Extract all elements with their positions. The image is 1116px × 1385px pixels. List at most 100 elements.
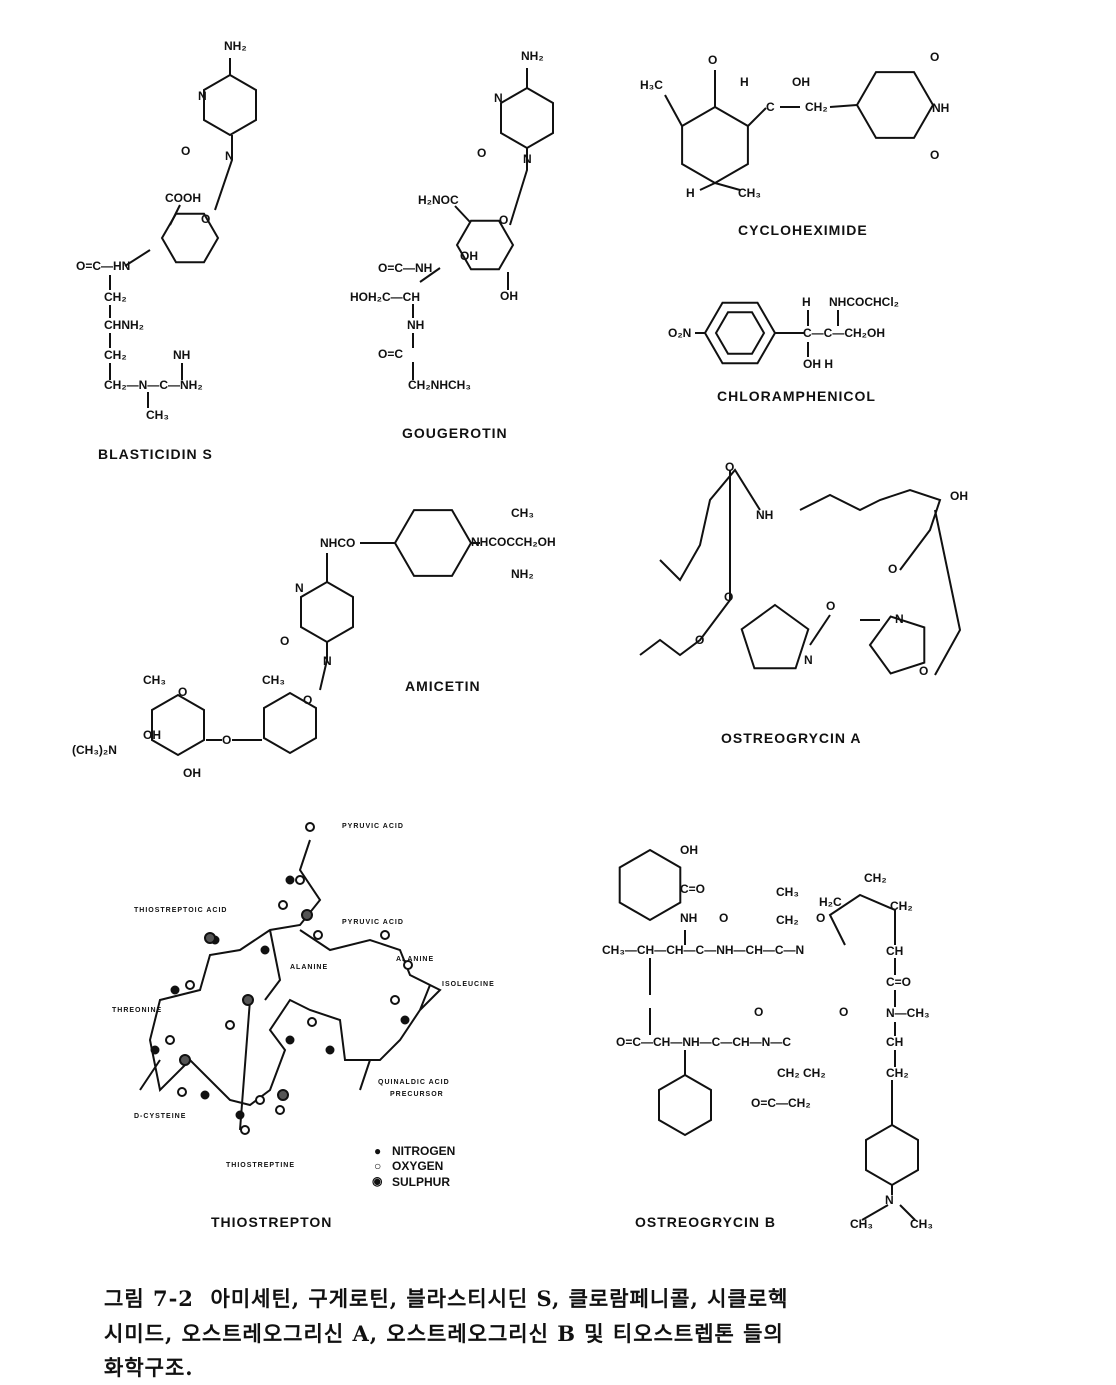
- sulphur-atom: [277, 1089, 289, 1101]
- atom-label: H: [686, 186, 695, 200]
- legend-label: NITROGEN: [392, 1144, 456, 1158]
- atom-label: O: [725, 460, 735, 474]
- atom-label: CH₃—CH—CH—C—NH—CH—C—N: [602, 943, 805, 957]
- atom-label: O=C: [378, 347, 404, 361]
- atom-label: NHCO: [320, 536, 356, 550]
- atom-label: N: [804, 653, 813, 667]
- sugar-ring: [263, 691, 317, 755]
- atom-label: CH₃: [850, 1217, 873, 1231]
- atom-label: CH₂: [104, 348, 127, 362]
- residue-label: THIOSTREPTOIC ACID: [134, 907, 228, 914]
- compound-name: THIOSTREPTON: [211, 1214, 333, 1230]
- atom-label: NH: [173, 348, 191, 362]
- atom-label: O: [695, 633, 705, 647]
- cyclohexane-ring: [681, 105, 749, 185]
- atom-label: NH: [756, 508, 774, 522]
- oxygen-atom: [390, 995, 400, 1005]
- atom-label: N: [198, 89, 207, 103]
- residue-label: ISOLEUCINE: [442, 981, 495, 988]
- nitrogen-atom: [150, 1045, 160, 1055]
- pyrimidine-ring: [500, 86, 554, 150]
- atom-label: CH₃: [776, 885, 799, 899]
- atom-label: CH₂: [864, 871, 887, 885]
- compound-name: GOUGEROTIN: [402, 425, 508, 441]
- atom-label: CH₃: [738, 186, 761, 200]
- nitrogen-atom: [325, 1045, 335, 1055]
- atom-label: O: [724, 590, 734, 604]
- oxygen-atom: [240, 1125, 250, 1135]
- oxygen-circle-icon: ○: [374, 1159, 382, 1173]
- atom-label: CH₃: [511, 506, 534, 520]
- caption-line: 시미드, 오스트레오그리신 A, 오스트레오그리신 B 및 티오스트렙톤 들의: [104, 1321, 784, 1346]
- compound-name: AMICETIN: [405, 678, 481, 694]
- atom-label: CH₂: [776, 913, 799, 927]
- atom-label: O: [919, 664, 929, 678]
- atom-label: O: [303, 693, 313, 707]
- residue-label: QUINALDIC ACID: [378, 1079, 450, 1086]
- oxygen-atom: [225, 1020, 235, 1030]
- atom-label: CH₂: [104, 290, 127, 304]
- bond: [124, 249, 151, 267]
- atom-label: CHNH₂: [104, 318, 144, 332]
- atom-label: N: [895, 612, 904, 626]
- atom-label: HOH₂C—CH: [350, 290, 420, 304]
- oxygen-atom: [380, 930, 390, 940]
- atom-label: CH₃: [910, 1217, 933, 1231]
- atom-label: CH: [886, 944, 904, 958]
- atom-label: OH: [143, 728, 161, 742]
- residue-label: D-CYSTEINE: [134, 1113, 187, 1120]
- residue-label: ALANINE: [396, 956, 435, 963]
- nitrogen-atom: [285, 1035, 295, 1045]
- atom-label: O₂N: [668, 326, 692, 340]
- oxygen-atom: [278, 900, 288, 910]
- atom-label: (CH₃)₂N: [72, 743, 117, 757]
- atom-label: CH₂: [886, 1066, 909, 1080]
- residue-label: PRECURSOR: [390, 1091, 444, 1098]
- compound-name: CHLORAMPHENICOL: [717, 388, 876, 404]
- caption-line: 그림 7-2 아미세틴, 구게로틴, 블라스티시딘 S, 클로람페니콜, 시클로…: [104, 1286, 789, 1311]
- atom-label: CH₂: [805, 100, 828, 114]
- nitrogen-dot-icon: ●: [374, 1144, 382, 1158]
- atom-label: O: [280, 634, 290, 648]
- bond: [659, 468, 761, 582]
- atom-label: O: [754, 1005, 764, 1019]
- atom-label: O=C—CH₂: [751, 1096, 811, 1110]
- atom-label: CH₂NHCH₃: [408, 378, 471, 392]
- atom-label: O: [499, 213, 509, 227]
- atom-label: H₂C: [819, 895, 842, 909]
- oxazole-ring: [868, 615, 926, 675]
- atom-label: O: [477, 146, 487, 160]
- sulphur-atom: [301, 909, 313, 921]
- bond: [214, 135, 233, 211]
- oxygen-atom: [313, 930, 323, 940]
- benzene-ring: [865, 1123, 919, 1187]
- atom-label: O: [930, 50, 940, 64]
- atom-label: C=O: [680, 882, 706, 896]
- nitrogen-atom: [400, 1015, 410, 1025]
- atom-label: H: [740, 75, 749, 89]
- atom-label: N: [225, 149, 234, 163]
- pyrroline-ring: [740, 603, 810, 670]
- residue-label: ALANINE: [290, 964, 329, 971]
- residue-label: THIOSTREPTINE: [226, 1162, 296, 1169]
- oxygen-atom: [403, 960, 413, 970]
- nitrogen-atom: [170, 985, 180, 995]
- atom-label: NH: [680, 911, 698, 925]
- sulphur-atom: [242, 994, 254, 1006]
- atom-label: C: [766, 100, 775, 114]
- atom-label: N: [295, 581, 304, 595]
- caption-line: 화학구조.: [104, 1355, 194, 1380]
- atom-label: CH₃: [262, 673, 285, 687]
- bond: [899, 1204, 916, 1221]
- atom-label: CH₃: [146, 408, 169, 422]
- atom-label: OH H: [803, 357, 833, 371]
- atom-label: H: [802, 295, 811, 309]
- nitrogen-atom: [235, 1110, 245, 1120]
- compound-name: OSTREOGRYCIN B: [635, 1214, 777, 1230]
- atom-label: H₂NOC: [418, 193, 459, 207]
- bond: [714, 182, 741, 191]
- atom-label: N: [494, 91, 503, 105]
- atom-label: O: [930, 148, 940, 162]
- atom-label: O=C—CH—NH—C—CH—N—C: [616, 1035, 792, 1049]
